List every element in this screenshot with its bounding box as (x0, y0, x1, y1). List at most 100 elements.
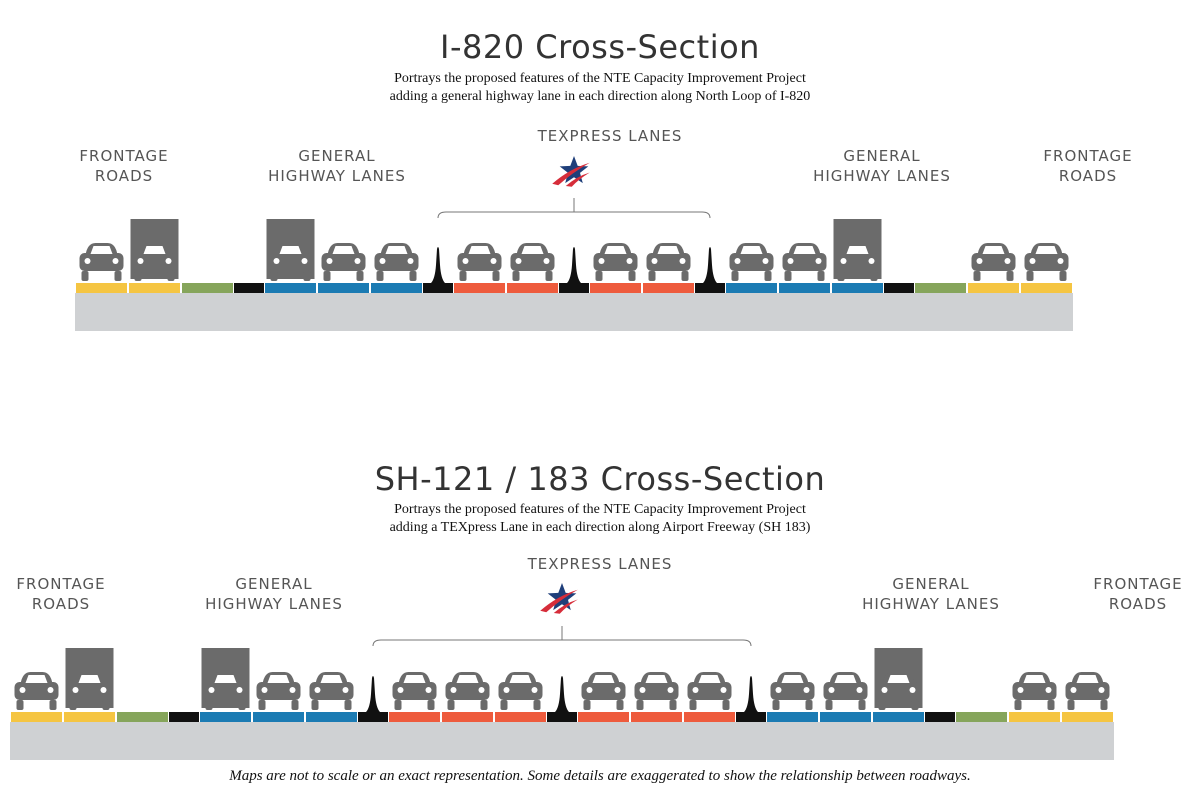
car-headlight (19, 687, 26, 693)
car-headlight (450, 687, 457, 693)
section-subtitle: Portrays the proposed features of the NT… (0, 70, 1200, 106)
car-headlight (651, 258, 658, 264)
car-body (374, 253, 419, 271)
car-icon (1024, 243, 1069, 281)
black-lane-stripe (547, 712, 577, 722)
car-windshield (1023, 675, 1046, 683)
barrier-icon (567, 247, 581, 283)
car-windshield (468, 246, 491, 254)
car-body (634, 682, 679, 700)
car-wheel (492, 271, 500, 281)
swoosh-shape (553, 599, 578, 614)
car-windshield (604, 246, 627, 254)
frontage-lane-stripe (1009, 712, 1060, 722)
car-wheel (356, 271, 364, 281)
car-headlight (614, 687, 621, 693)
car-wheel (1006, 271, 1014, 281)
car-wheel (102, 700, 110, 710)
label-line: HIGHWAY LANES (813, 167, 951, 185)
car-wheel (817, 271, 825, 281)
car-icon (268, 243, 313, 281)
car-wheel (1014, 700, 1022, 710)
car-headlight (543, 258, 550, 264)
car-wheel (583, 700, 591, 710)
i820-section: I-820 Cross-Section Portrays the propose… (0, 28, 1200, 331)
car-icon (321, 243, 366, 281)
car-headlight (586, 687, 593, 693)
car-icon (256, 672, 301, 710)
car-headlight (1029, 258, 1036, 264)
car-headlight (1098, 687, 1105, 693)
car-wheel (480, 700, 488, 710)
label-texpress: TEXPRESS LANES (510, 554, 690, 574)
car-headlight (236, 687, 243, 693)
label-general-left: GENERAL HIGHWAY LANES (194, 574, 354, 614)
car-wheel (344, 700, 352, 710)
car-windshield (90, 246, 113, 254)
general-lane-stripe (371, 283, 422, 293)
frontage-lane-stripe (11, 712, 62, 722)
black-lane-stripe (559, 283, 589, 293)
frontage-lane-stripe (968, 283, 1019, 293)
car-headlight (815, 258, 822, 264)
car-wheel (681, 271, 689, 281)
car-headlight (100, 687, 107, 693)
car-headlight (803, 687, 810, 693)
barrier-icon (703, 247, 717, 283)
car-body (687, 682, 732, 700)
green-lane-stripe (956, 712, 1007, 722)
general-lane-stripe (873, 712, 924, 722)
car-icon (1012, 672, 1057, 710)
car-icon (823, 672, 868, 710)
texpress-bracket (372, 639, 752, 647)
barrier-icon (431, 247, 445, 283)
car-body (782, 253, 827, 271)
general-lane-stripe (306, 712, 357, 722)
car-body (823, 682, 868, 700)
car-icon (457, 243, 502, 281)
car-wheel (16, 700, 24, 710)
car-wheel (311, 700, 319, 710)
car-headlight (84, 258, 91, 264)
car-headlight (1017, 687, 1024, 693)
car-wheel (669, 700, 677, 710)
car-headlight (165, 258, 172, 264)
label-line: GENERAL (235, 575, 313, 593)
car-windshield (1035, 246, 1058, 254)
label-frontage-right: FRONTAGE ROADS (1028, 146, 1148, 186)
car-wheel (447, 700, 455, 710)
car-wheel (205, 700, 213, 710)
car-headlight (787, 258, 794, 264)
car-icon (835, 243, 880, 281)
car-headlight (639, 687, 646, 693)
car-wheel (323, 271, 331, 281)
label-line: FRONTAGE (16, 575, 106, 593)
label-frontage-left: FRONTAGE ROADS (1, 574, 121, 614)
label-general-left: GENERAL HIGHWAY LANES (257, 146, 417, 186)
car-headlight (909, 687, 916, 693)
label-line: ROADS (94, 167, 154, 185)
car-wheel (616, 700, 624, 710)
car-windshield (740, 246, 763, 254)
car-wheel (911, 700, 919, 710)
car-headlight (881, 687, 888, 693)
car-windshield (846, 246, 869, 254)
car-headlight (598, 258, 605, 264)
frontage-lane-stripe (1021, 283, 1072, 293)
black-lane-stripe (884, 283, 914, 293)
car-wheel (722, 700, 730, 710)
car-wheel (81, 271, 89, 281)
car-windshield (456, 675, 479, 683)
black-lane-stripe (695, 283, 725, 293)
general-lane-stripe (767, 712, 818, 722)
car-windshield (403, 675, 426, 683)
car-headlight (976, 258, 983, 264)
car-wheel (689, 700, 697, 710)
car-body (79, 253, 124, 271)
texpress-lane-stripe (454, 283, 505, 293)
car-headlight (478, 687, 485, 693)
car-windshield (385, 246, 408, 254)
car-headlight (1070, 687, 1077, 693)
general-lane-stripe (318, 283, 369, 293)
